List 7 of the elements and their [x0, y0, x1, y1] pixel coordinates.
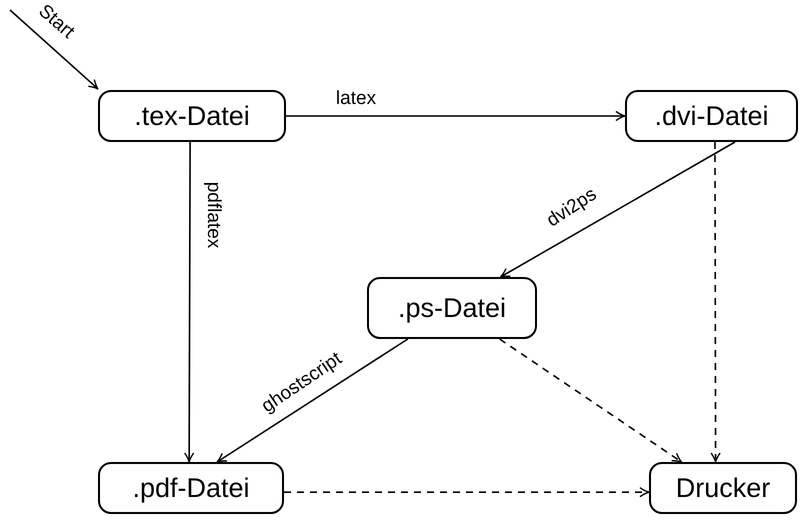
- edge-label: pdflatex: [202, 182, 224, 248]
- file-box: .ps-Datei: [367, 277, 537, 339]
- file-box: .pdf-Datei: [98, 462, 284, 514]
- file-box: .dvi-Datei: [625, 90, 798, 142]
- file-box: .tex-Datei: [98, 90, 286, 142]
- file-box: Drucker: [649, 462, 797, 514]
- edge-label: latex: [336, 88, 376, 110]
